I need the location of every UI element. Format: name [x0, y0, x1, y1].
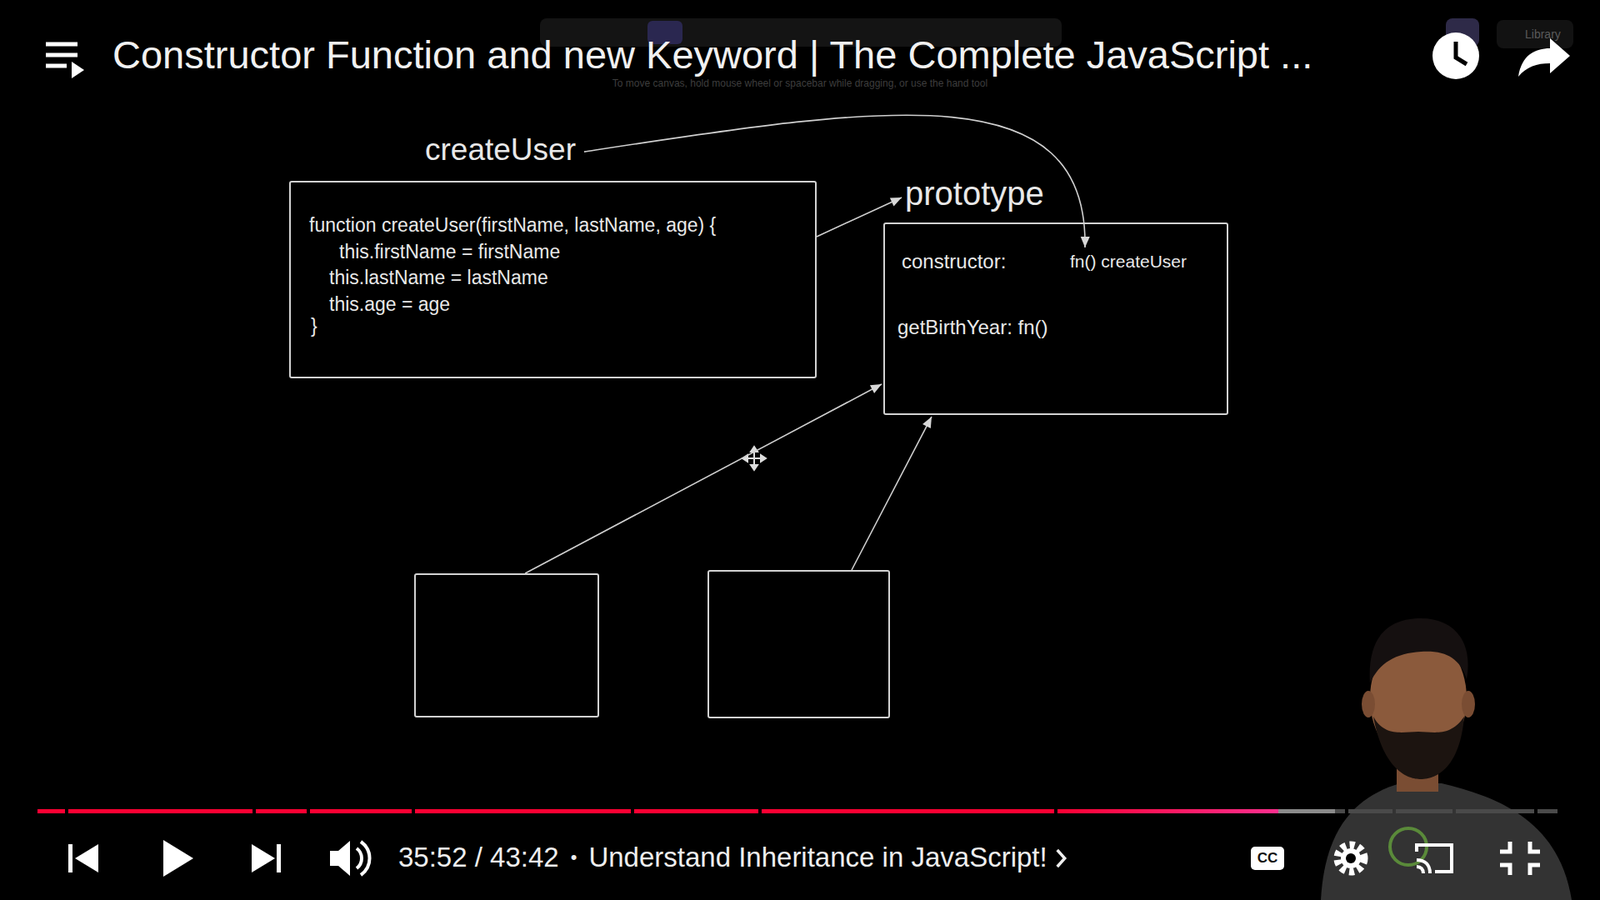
prototype-heading: prototype	[905, 175, 1045, 213]
arrowhead	[890, 197, 902, 206]
time-display: 35:52 / 43:42	[398, 841, 560, 874]
progress-track	[1395, 809, 1453, 814]
instance-box	[414, 573, 600, 718]
progress-buffer	[761, 809, 1055, 814]
cc-label: CC	[1250, 846, 1285, 870]
arrowhead	[922, 416, 932, 429]
progress-bar	[37, 809, 1558, 814]
arrowhead	[870, 384, 882, 394]
progress-track	[1348, 809, 1393, 814]
library-button	[1496, 20, 1574, 49]
progress-track	[761, 809, 1055, 814]
progress-played	[37, 809, 65, 814]
code-line: function createUser(firstName, lastName,…	[309, 214, 716, 237]
chapter-title: Understand Inheritance in JavaScript!	[588, 841, 1047, 874]
progress-buffer	[634, 809, 759, 814]
player-controls	[68, 840, 1540, 877]
playlist-icon	[71, 61, 85, 79]
watch-later-icon	[1455, 41, 1467, 65]
separator-dot: •	[570, 846, 578, 869]
instance-box	[707, 570, 890, 719]
property-key: constructor:	[901, 250, 1006, 274]
progress-played	[415, 809, 631, 814]
progress-buffer	[37, 809, 65, 814]
progress-track	[310, 809, 412, 814]
progress-track	[1057, 809, 1345, 814]
progress-buffer	[415, 809, 631, 814]
time-row: 35:52 / 43:42 • Understand Inheritance in …	[398, 841, 1048, 874]
progress-played	[68, 809, 253, 814]
function-box: createUserfunction createUser(firstName,…	[289, 180, 817, 379]
progress-track	[634, 809, 759, 814]
progress-played	[255, 809, 307, 814]
progress-track	[415, 809, 631, 814]
code-line: this.lastName = lastName	[329, 266, 549, 290]
watch-later-icon	[1432, 32, 1480, 80]
progress-track	[37, 809, 65, 814]
connector	[525, 384, 882, 574]
progress-track	[255, 809, 307, 814]
code-line: this.firstName = firstName	[339, 240, 560, 264]
progress-played	[1057, 809, 1279, 814]
progress-track	[1537, 809, 1558, 814]
presenter	[1320, 618, 1572, 900]
canvas-hint: To move canvas, hold mouse wheel or spac…	[0, 77, 1600, 90]
chapter-chevron	[1057, 850, 1065, 867]
progress-buffer	[255, 809, 307, 814]
property-value: fn() createUser	[1070, 251, 1187, 272]
progress-played	[310, 809, 412, 814]
library-button-label: Library	[1525, 27, 1561, 41]
progress-track	[68, 809, 253, 814]
progress-played	[761, 809, 1055, 814]
property-entry: getBirthYear: fn()	[897, 315, 1049, 340]
move-cursor	[742, 446, 766, 470]
progress-buffer	[310, 809, 412, 814]
prototype-box: prototypeconstructor:fn() createUsergetB…	[883, 222, 1229, 415]
progress-buffer	[68, 809, 253, 814]
share-icon	[1518, 38, 1570, 77]
video-title: Constructor Function and new Keyword | T…	[112, 31, 1313, 78]
progress-track	[1455, 809, 1535, 814]
function-name-heading: createUser	[425, 132, 576, 168]
code-line: this.age = age	[329, 293, 450, 316]
progress-buffer	[1057, 809, 1335, 814]
progress-played	[634, 809, 759, 814]
connector	[851, 416, 932, 570]
connector	[816, 197, 902, 237]
code-line: }	[310, 315, 318, 338]
arrowhead	[1080, 236, 1090, 248]
